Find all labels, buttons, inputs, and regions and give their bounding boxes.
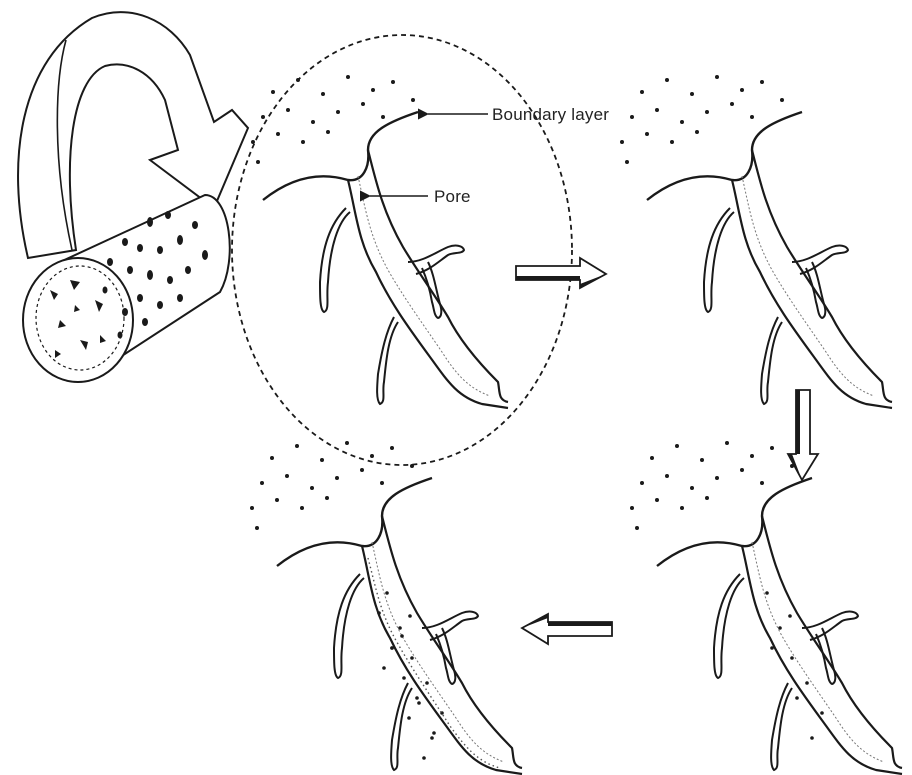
- pore-panel-3: [630, 441, 902, 774]
- label-boundary-layer: Boundary layer: [428, 105, 609, 124]
- pore-text: Pore: [434, 187, 471, 206]
- pore-panel-1: [251, 75, 508, 408]
- pore-panel-2: [620, 75, 892, 408]
- magnification-ellipse: [232, 35, 572, 465]
- block-arrow-left-icon: [522, 614, 612, 644]
- block-arrow-right-icon: [516, 258, 606, 288]
- boundary-layer-text: Boundary layer: [492, 105, 609, 124]
- label-pore: Pore: [370, 187, 471, 206]
- pore-panel-4: [250, 441, 522, 774]
